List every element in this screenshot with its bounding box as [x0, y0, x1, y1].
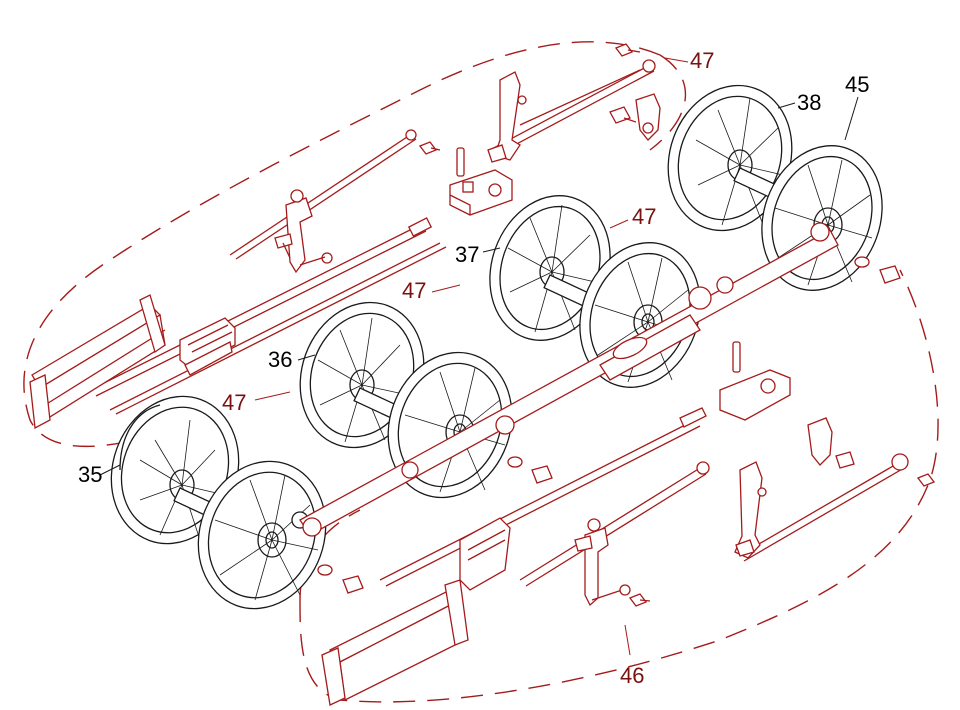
- callout-36: 36: [268, 347, 292, 372]
- callout-35: 35: [78, 462, 102, 487]
- dashed-group-boundary-upper: [23, 41, 661, 448]
- lower-valve-gear: [321, 341, 936, 706]
- callout-47-lower: 47: [222, 390, 246, 415]
- callout-45: 45: [845, 72, 869, 97]
- callout-46: 46: [620, 663, 644, 688]
- callout-47-top: 47: [690, 48, 714, 73]
- wheelset-37: [489, 195, 611, 341]
- callout-37: 37: [455, 242, 479, 267]
- wheelset-38: [667, 84, 796, 232]
- coupling-rods: [299, 222, 839, 537]
- callout-38: 38: [797, 90, 821, 115]
- callout-47-mid: 47: [632, 204, 656, 229]
- upper-valve-gear: [29, 43, 661, 430]
- dashed-group-boundary-upper-right: [649, 54, 687, 151]
- loose-fasteners: [317, 256, 901, 594]
- leader-lines: [99, 57, 859, 656]
- callout-47-left: 47: [402, 278, 426, 303]
